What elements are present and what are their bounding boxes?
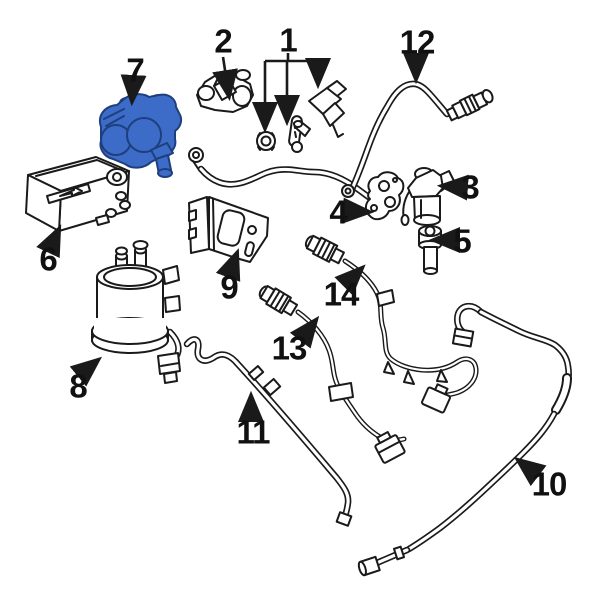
part-1-drawing[interactable] [256,80,347,153]
callout-label-14[interactable]: 14 [323,275,360,313]
callout-label-7[interactable]: 7 [126,51,144,89]
callout-arrows [36,53,547,487]
part-13-sensor-tip [258,284,299,317]
mid-pipe-drawing[interactable] [188,147,380,206]
callout-label-1[interactable]: 1 [279,21,297,59]
callout-label-13[interactable]: 13 [271,329,308,367]
part-11-drawing[interactable] [183,336,353,527]
callout-label-5[interactable]: 5 [453,222,471,260]
part-4-drawing[interactable] [364,171,405,221]
part-13-connector-plug [374,431,406,464]
part-14-sensor-tip [304,234,345,265]
part-6-drawing[interactable] [25,156,131,232]
part-9-drawing[interactable] [188,196,269,263]
part-12-drawing[interactable] [341,80,495,198]
callout-label-11[interactable]: 11 [236,413,271,451]
part-12-sensor-tip [445,88,494,122]
callout-label-4[interactable]: 4 [329,193,347,231]
part-3-drawing[interactable] [400,167,455,226]
part-5-drawing[interactable] [418,225,442,275]
callout-label-12[interactable]: 12 [399,23,436,61]
part-8-drawing[interactable] [91,240,182,384]
part-13-drawing[interactable] [256,282,407,464]
part-7-highlighted-valve[interactable] [99,93,183,178]
callout-label-2[interactable]: 2 [214,22,232,60]
callout-label-3[interactable]: 3 [461,168,479,206]
callout-label-8[interactable]: 8 [69,367,87,405]
part-14-drawing[interactable] [303,232,479,414]
part-14-connector-plug [421,383,451,414]
callout-label-6[interactable]: 6 [39,240,57,278]
callout-label-9[interactable]: 9 [220,268,238,306]
callout-label-10[interactable]: 10 [531,465,568,503]
part-10-drawing[interactable] [357,303,572,577]
